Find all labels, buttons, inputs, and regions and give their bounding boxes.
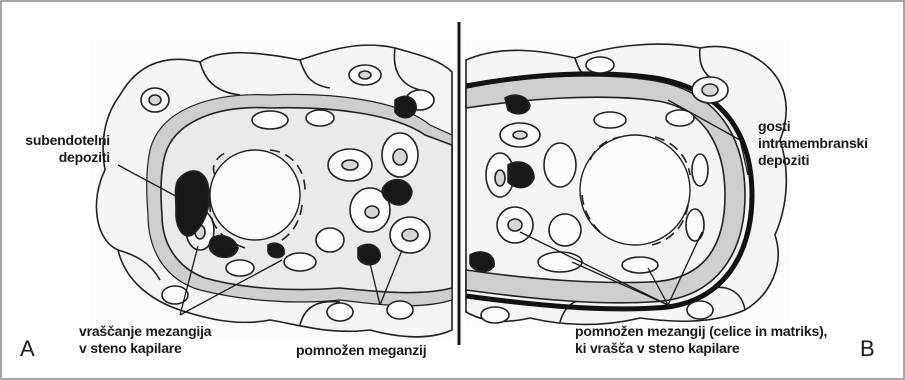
label-mesangial-proliferation-a: pomnožen meganzij [296, 342, 426, 359]
label-mesangial-ingrowth: vraščanje mezangija v steno kapilare [79, 323, 259, 357]
label-subendothelial-deposits: subendotelni depoziti [20, 132, 110, 166]
panel-letter-a: A [20, 340, 34, 357]
label-dense-intramembranous-deposits: gosti intramembranski depoziti [758, 118, 888, 169]
panel-letter-b: B [860, 340, 874, 357]
label-mesangial-proliferation-b: pomnožen mezangij (celice in matriks), k… [575, 323, 850, 357]
